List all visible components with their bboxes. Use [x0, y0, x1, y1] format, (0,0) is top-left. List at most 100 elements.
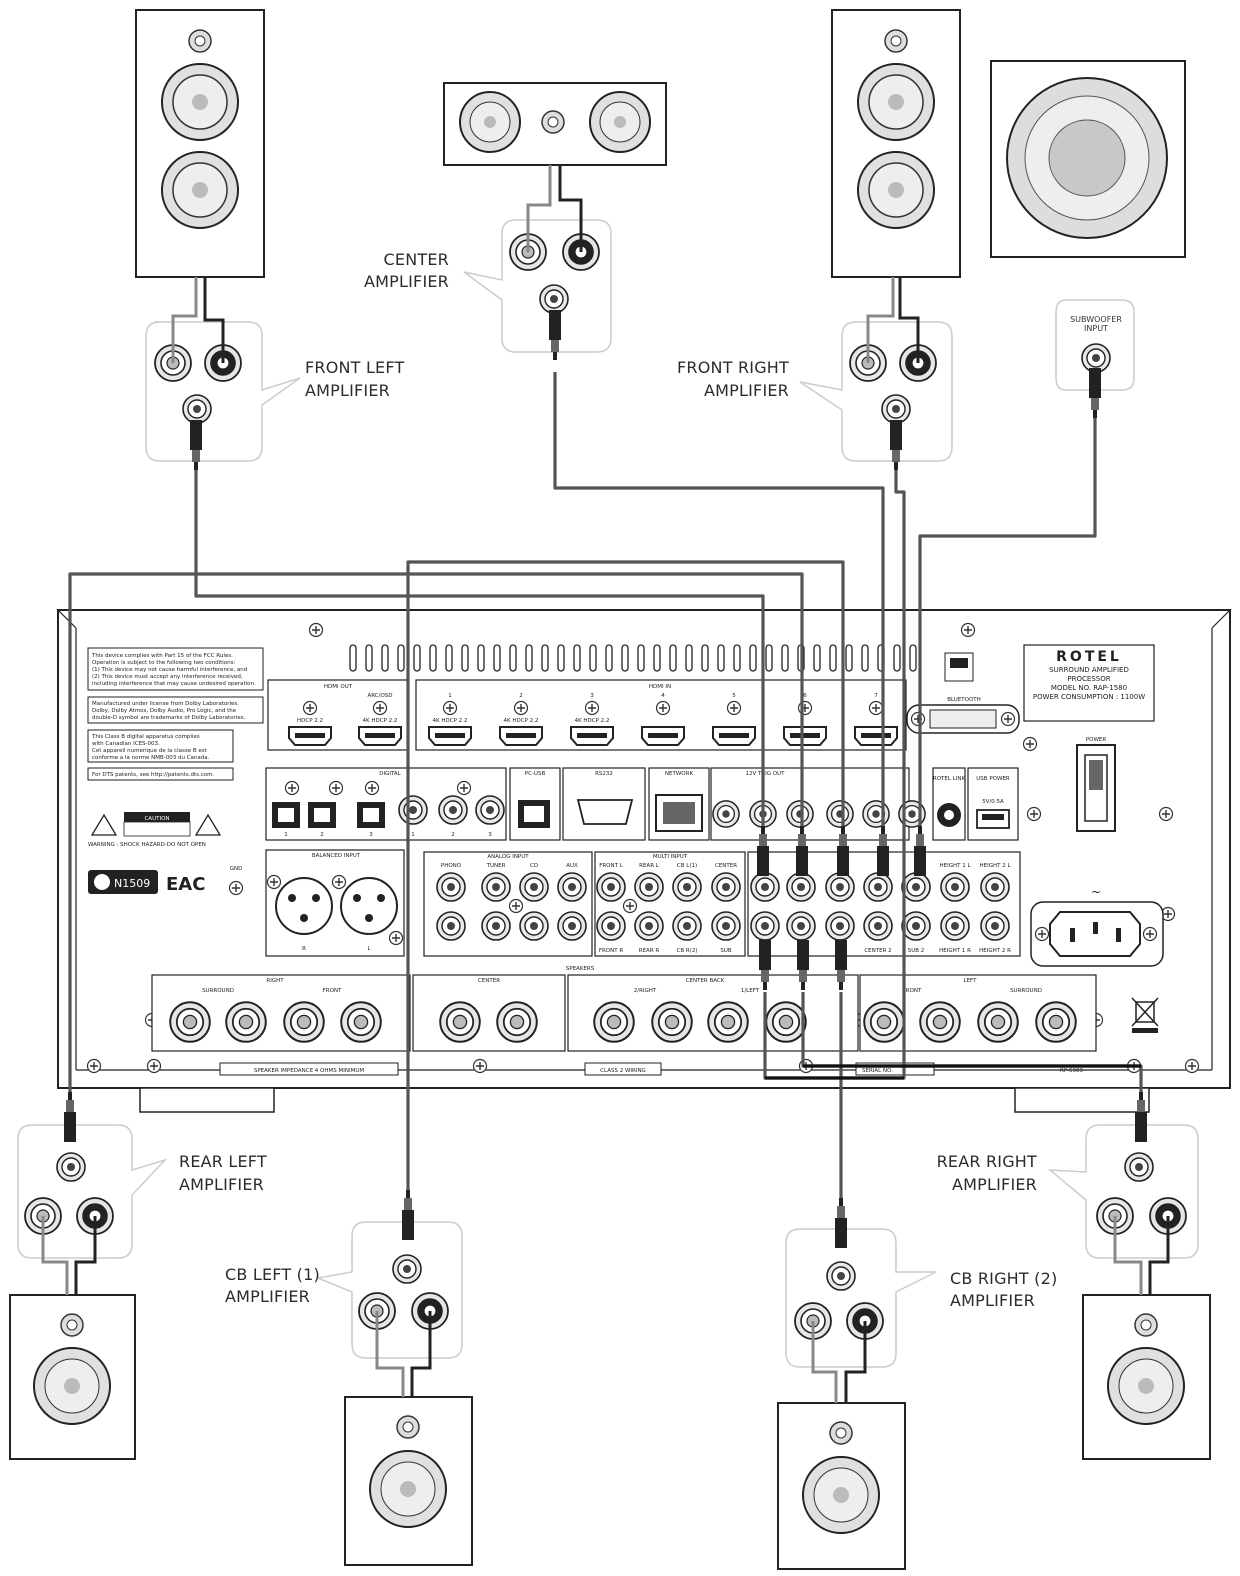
eac-mark: EAC [166, 874, 205, 895]
svg-text:(2) This device must accept an: (2) This device must accept any interfer… [92, 674, 243, 680]
svg-text:REAR R: REAR R [639, 948, 660, 954]
subwoofer-icon [990, 60, 1186, 258]
svg-text:Operation is subject to the fo: Operation is subject to the following tw… [92, 660, 236, 666]
cb-right-amp-label-2: AMPLIFIER [950, 1291, 1035, 1310]
svg-text:CENTER: CENTER [478, 978, 500, 984]
svg-text:2: 2 [320, 832, 324, 838]
svg-text:2: 2 [519, 693, 523, 699]
svg-text:This Class B digital apparatus: This Class B digital apparatus complies [91, 734, 200, 740]
svg-text:double-D symbol are trademarks: double-D symbol are trademarks of Dolby … [92, 715, 246, 721]
svg-text:PROCESSOR: PROCESSOR [1067, 675, 1110, 683]
compliance-labels: This device complies with Part 15 of the… [87, 647, 264, 896]
svg-text:HDCP 2.2: HDCP 2.2 [297, 718, 323, 724]
caution-warning-icon [194, 813, 222, 836]
svg-text:CENTER: CENTER [715, 863, 737, 869]
balanced-input: BALANCED INPUT R L [265, 849, 405, 957]
svg-text:SPEAKER IMPEDANCE 4 OHMS MINIM: SPEAKER IMPEDANCE 4 OHMS MINIMUM [254, 1068, 365, 1074]
ground-terminal-icon [228, 880, 244, 896]
svg-text:(1) This device may not cause: (1) This device may not cause harmful in… [92, 667, 247, 673]
svg-text:4: 4 [661, 693, 665, 699]
svg-text:~: ~ [1091, 885, 1101, 899]
rear-right-amp-label-2: AMPLIFIER [952, 1175, 1037, 1194]
subwoofer-input-label-2: INPUT [1084, 324, 1108, 333]
svg-text:AUX: AUX [566, 863, 578, 869]
interconnect-cables-dark [765, 1064, 1141, 1080]
svg-text:SUB 2: SUB 2 [908, 948, 925, 954]
svg-text:HEIGHT 2 L: HEIGHT 2 L [979, 863, 1011, 869]
svg-text:PHONO: PHONO [441, 863, 462, 869]
svg-text:CENTER BACK: CENTER BACK [686, 978, 725, 984]
analog-multi-section: ANALOG INPUT PHONO TUNER CD AUX MULTI IN… [423, 851, 1021, 957]
svg-text:SURROUND AMPLIFIED: SURROUND AMPLIFIED [1049, 666, 1129, 674]
svg-text:ROTEL LINK: ROTEL LINK [933, 776, 966, 782]
svg-text:R: R [302, 946, 306, 952]
center-speaker-icon [443, 82, 667, 166]
front-right-amp-label-1: FRONT RIGHT [677, 358, 789, 377]
hdmi-port-icon [358, 726, 402, 746]
rear-left-amp-label-2: AMPLIFIER [179, 1175, 264, 1194]
svg-text:GND: GND [230, 866, 243, 872]
svg-text:Cet appareil numerique de la c: Cet appareil numerique de la classe B es… [92, 748, 208, 754]
svg-text:This device complies with Part: This device complies with Part 15 of the… [91, 653, 233, 659]
svg-text:SERIAL NO.: SERIAL NO. [862, 1068, 893, 1074]
svg-text:Dolby, Dolby Atmos, Dolby Audi: Dolby, Dolby Atmos, Dolby Audio, Pro Log… [92, 708, 237, 714]
front-right-speaker-icon [831, 9, 961, 278]
svg-text:with Canadian ICES-003.: with Canadian ICES-003. [92, 741, 160, 747]
svg-text:TUNER: TUNER [486, 863, 506, 869]
svg-text:MODEL NO. RAP-1580: MODEL NO. RAP-1580 [1051, 684, 1127, 692]
svg-text:NETWORK: NETWORK [665, 771, 694, 777]
svg-text:POWER: POWER [1086, 737, 1107, 743]
svg-text:SURROUND: SURROUND [1010, 988, 1042, 994]
svg-text:3: 3 [369, 832, 373, 838]
svg-text:MULTI INPUT: MULTI INPUT [653, 854, 688, 860]
svg-text:FRONT: FRONT [903, 988, 922, 994]
svg-text:LEFT: LEFT [964, 978, 978, 984]
svg-text:SPEAKERS: SPEAKERS [566, 966, 595, 972]
rs232-port-icon [576, 799, 634, 825]
svg-text:BLUETOOTH: BLUETOOTH [947, 697, 981, 703]
svg-text:ARC/OSD: ARC/OSD [367, 693, 392, 699]
svg-text:CAUTION: CAUTION [144, 816, 169, 822]
svg-text:1: 1 [448, 693, 452, 699]
svg-text:1/LEFT: 1/LEFT [741, 988, 760, 994]
svg-text:REAR L: REAR L [639, 863, 660, 869]
front-left-amp-label-2: AMPLIFIER [305, 381, 390, 400]
svg-text:HEIGHT 2 R: HEIGHT 2 R [979, 948, 1011, 954]
cb-left-speaker-icon [344, 1396, 473, 1566]
svg-text:2: 2 [451, 832, 455, 838]
svg-text:Manufactured under license fro: Manufactured under license from Dolby La… [92, 701, 239, 707]
svg-text:6: 6 [803, 693, 807, 699]
svg-text:L: L [367, 946, 371, 952]
svg-text:4K HDCP 2.2: 4K HDCP 2.2 [504, 718, 539, 724]
center-amp-label-1: CENTER [384, 250, 449, 269]
svg-text:WARNING : SHOCK HAZARD-DO NOT: WARNING : SHOCK HAZARD-DO NOT OPEN [88, 842, 206, 848]
svg-text:1: 1 [411, 832, 415, 838]
hdmi-port-icon [288, 726, 332, 746]
svg-text:CD: CD [530, 863, 538, 869]
svg-text:HDMI IN: HDMI IN [649, 684, 671, 690]
svg-text:CB L(1): CB L(1) [677, 863, 697, 869]
rear-left-amp-label-1: REAR LEFT [179, 1152, 267, 1171]
front-left-speaker-icon [135, 9, 265, 278]
rear-left-speaker-icon [9, 1294, 136, 1460]
svg-text:CENTER 2: CENTER 2 [864, 948, 891, 954]
svg-text:5: 5 [732, 693, 736, 699]
svg-text:3: 3 [488, 832, 492, 838]
rear-right-speaker-icon [1082, 1294, 1211, 1460]
svg-text:12V TRIG OUT: 12V TRIG OUT [745, 771, 785, 777]
front-right-amp-label-2: AMPLIFIER [704, 381, 789, 400]
svg-text:5V/0.5A: 5V/0.5A [982, 799, 1004, 805]
svg-text:4K HDCP 2.2: 4K HDCP 2.2 [363, 718, 398, 724]
svg-text:HDMI OUT: HDMI OUT [324, 684, 353, 690]
brand-logo: ROTEL [1056, 649, 1122, 665]
svg-text:including interference that ma: including interference that may cause un… [92, 681, 256, 687]
svg-text:2/RIGHT: 2/RIGHT [634, 988, 657, 994]
svg-text:RIGHT: RIGHT [266, 978, 284, 984]
cb-right-amp-label-1: CB RIGHT (2) [950, 1269, 1057, 1288]
svg-text:HEIGHT 1 R: HEIGHT 1 R [939, 948, 971, 954]
svg-text:BALANCED INPUT: BALANCED INPUT [312, 853, 361, 859]
svg-text:FRONT R: FRONT R [599, 948, 624, 954]
